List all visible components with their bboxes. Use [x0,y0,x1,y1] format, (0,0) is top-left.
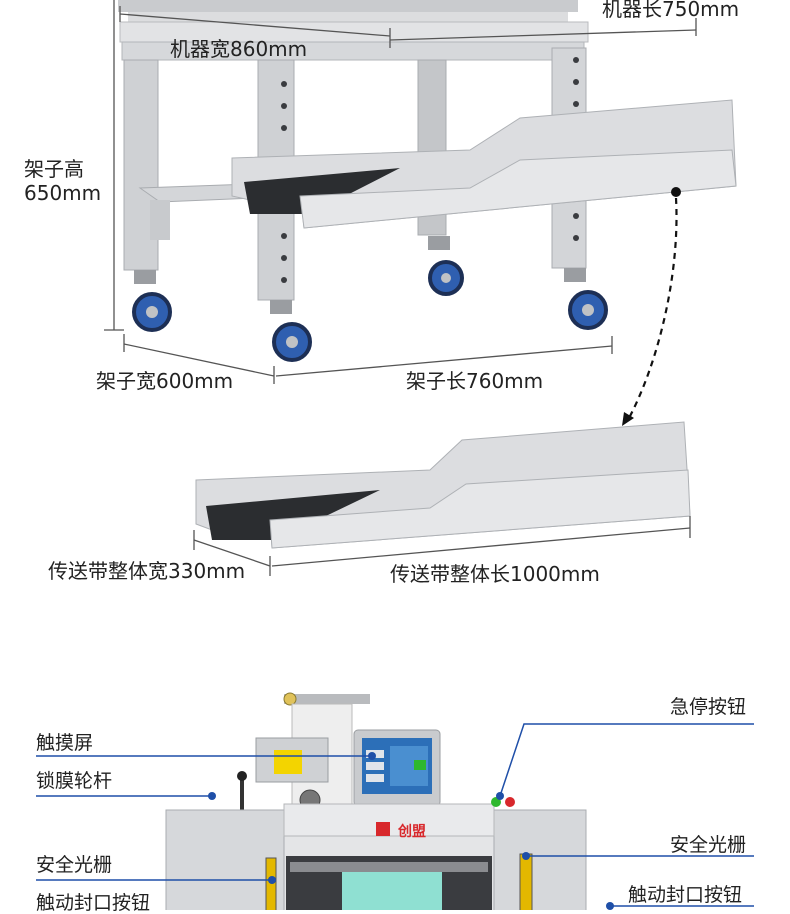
conveyor-on-stand [231,99,737,229]
detached-conveyor [195,421,691,549]
callout-emergency-stop: 急停按钮 [670,696,747,718]
machine-width-label: 机器宽860mm [170,37,308,61]
callout-touch-seal-button-left: 触动封口按钮 [36,892,151,914]
stand-illustration [104,0,737,576]
stand-length-label: 架子长760mm [406,369,544,393]
brand-logo-text: 创盟 [398,824,426,840]
callout-film-lock-rod: 锁膜轮杆 [36,770,113,792]
callout-safety-curtain-right: 安全光栅 [670,834,747,856]
stand-height-label-line2: 650mm [24,181,102,205]
callout-touch-seal-button-right: 触动封口按钮 [628,884,743,906]
machine-length-label: 机器长750mm [602,0,740,21]
stand-width-label: 架子宽600mm [96,369,234,393]
belt-width-label: 传送带整体宽330mm [48,559,246,583]
belt-length-label: 传送带整体长1000mm [390,562,600,586]
machine-illustration [36,692,754,910]
callout-safety-curtain-left: 安全光栅 [36,854,113,876]
stand-height-label-line1: 架子高 [24,157,84,181]
caster-wheel-icon [132,270,172,332]
callout-touch-screen: 触摸屏 [36,732,94,754]
